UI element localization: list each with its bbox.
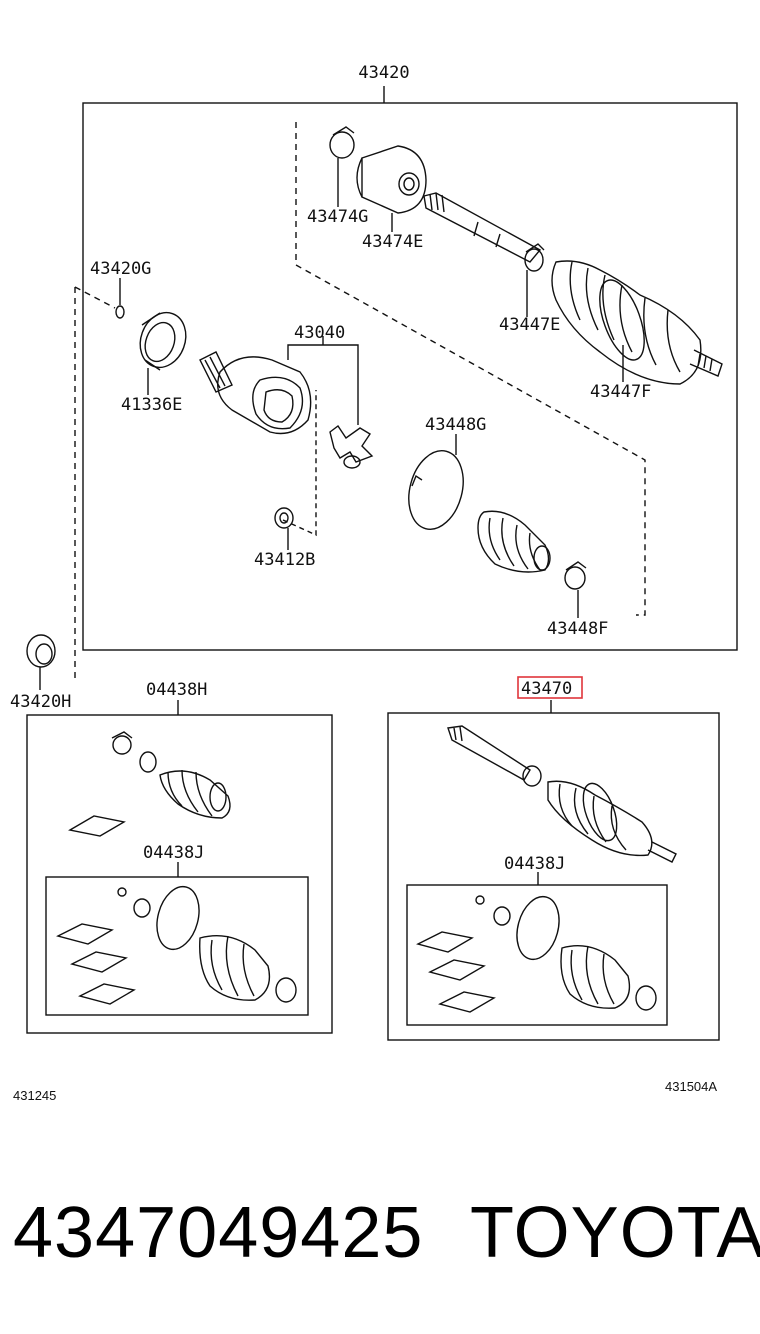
label-43448G: 43448G <box>425 415 486 435</box>
label-43420H: 43420H <box>10 692 71 712</box>
label-43470: 43470 <box>521 679 572 699</box>
kit-right-parts <box>416 725 677 1013</box>
ref-right: 431504A <box>665 1079 717 1094</box>
circlip-icon <box>274 507 294 529</box>
label-43448F: 43448F <box>547 619 608 639</box>
clamp-icon <box>329 126 355 159</box>
main-assembly-frame <box>82 102 738 651</box>
inner-boot-icon <box>477 510 551 573</box>
label-04438H: 04438H <box>146 680 207 700</box>
label-43040: 43040 <box>294 323 345 343</box>
label-04438J-left: 04438J <box>143 843 204 863</box>
label-41336E: 41336E <box>121 395 182 415</box>
boot-band-icon <box>564 561 587 590</box>
label-43474G: 43474G <box>307 207 368 227</box>
part-number: 4347049425 <box>13 1193 424 1273</box>
label-43474E: 43474E <box>362 232 423 252</box>
kit-right-inner-frame <box>406 884 668 1026</box>
boot-band-icon <box>408 450 464 530</box>
dust-seal-icon <box>139 311 187 371</box>
label-43420G: 43420G <box>90 259 151 279</box>
label-43447E: 43447E <box>499 315 560 335</box>
brand-name: TOYOTA <box>470 1193 760 1273</box>
kit-right-frame <box>387 712 720 1041</box>
ref-left: 431245 <box>13 1088 56 1103</box>
label-04438J-right: 04438J <box>504 854 565 874</box>
drive-shaft-icon <box>423 192 723 385</box>
kit-left-inner-frame <box>45 876 309 1016</box>
kit-left-frame <box>26 714 333 1034</box>
highlight-box <box>517 676 583 699</box>
seal-icon <box>26 634 56 668</box>
kit-left-parts <box>56 731 297 1005</box>
damper-icon <box>356 145 427 214</box>
title-43420: 43420 <box>358 63 409 83</box>
outboard-group-outline <box>295 122 646 616</box>
inboard-joint-icon <box>199 351 374 469</box>
label-43412B: 43412B <box>254 550 315 570</box>
label-43447F: 43447F <box>590 382 651 402</box>
snap-ring-icon <box>115 305 125 319</box>
